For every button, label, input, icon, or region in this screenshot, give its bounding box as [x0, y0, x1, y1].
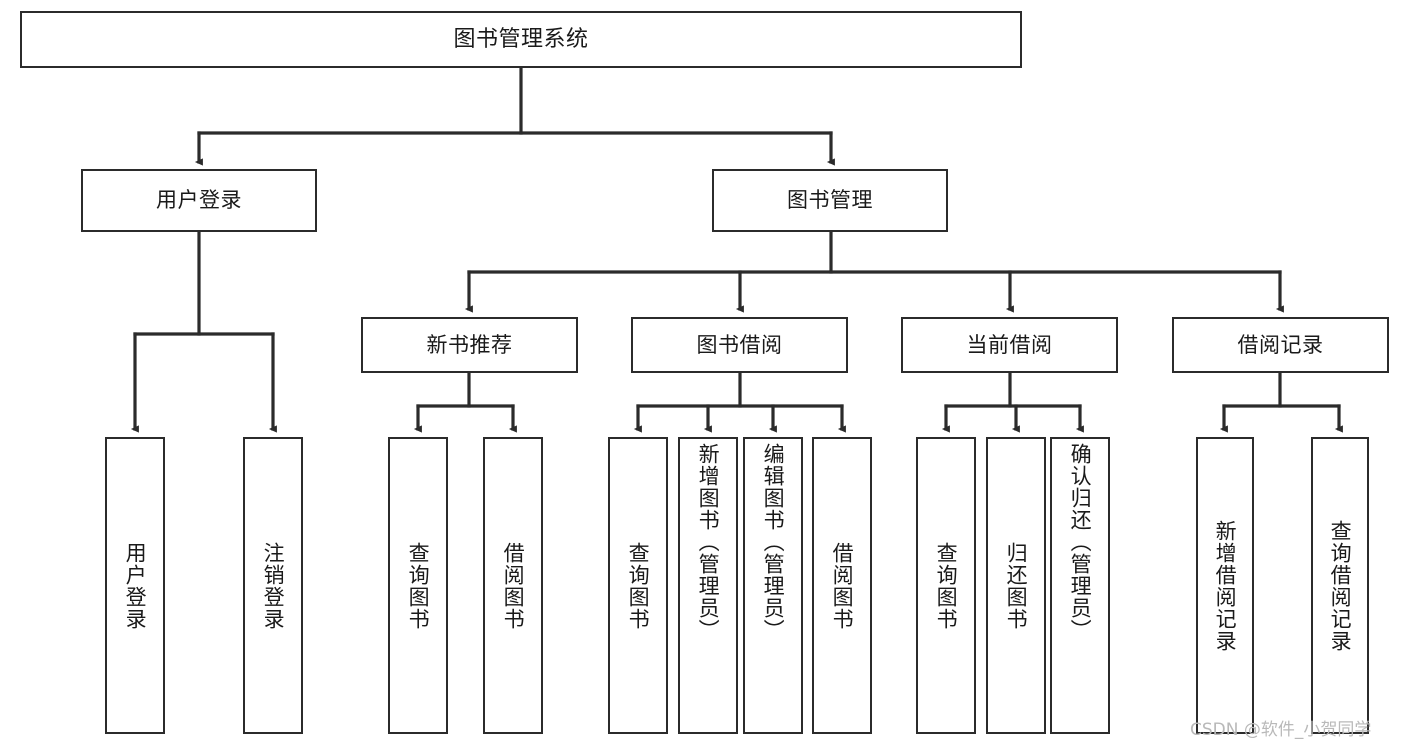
csdn-watermark: CSDN @软件_小贺同学 — [1190, 720, 1372, 740]
leaf-logout[interactable]: 注销登录 — [243, 437, 303, 734]
leaf-borrow-book-borrowing[interactable]: 借阅图书 — [812, 437, 872, 734]
node-book-borrowing[interactable]: 图书借阅 — [631, 317, 848, 373]
leaf-edit-book-admin[interactable]: 编辑图书（管理员） — [743, 437, 803, 734]
node-root-book-management-system[interactable]: 图书管理系统 — [20, 11, 1022, 68]
node-label: 查询图书 — [626, 541, 651, 630]
node-label: 借阅图书 — [830, 541, 855, 630]
node-borrowing-record[interactable]: 借阅记录 — [1172, 317, 1389, 373]
node-label: 用户登录 — [123, 541, 148, 630]
node-book-management[interactable]: 图书管理 — [712, 169, 948, 232]
leaf-query-book-current[interactable]: 查询图书 — [916, 437, 976, 734]
node-label: 图书借阅 — [696, 332, 783, 357]
leaf-query-book-borrowing[interactable]: 查询图书 — [608, 437, 668, 734]
node-label: 归还图书 — [1004, 541, 1029, 630]
leaf-borrow-book-recommendation[interactable]: 借阅图书 — [483, 437, 543, 734]
node-label: 查询图书 — [406, 541, 431, 630]
leaf-return-book[interactable]: 归还图书 — [986, 437, 1046, 734]
node-label: 用户登录 — [156, 188, 242, 213]
node-label: 编辑图书（管理员） — [761, 443, 786, 641]
node-label: 借阅记录 — [1237, 332, 1324, 357]
node-user-login[interactable]: 用户登录 — [81, 169, 317, 232]
node-label: 借阅图书 — [501, 541, 526, 630]
node-current-borrowing[interactable]: 当前借阅 — [901, 317, 1118, 373]
node-label: 新增借阅记录 — [1213, 519, 1238, 652]
node-label: 图书管理系统 — [453, 26, 589, 52]
node-label: 图书管理 — [787, 188, 873, 213]
leaf-confirm-return-admin[interactable]: 确认归还（管理员） — [1050, 437, 1110, 734]
node-new-book-recommendation[interactable]: 新书推荐 — [361, 317, 578, 373]
leaf-add-borrowing-record[interactable]: 新增借阅记录 — [1196, 437, 1254, 734]
node-label: 当前借阅 — [966, 332, 1053, 357]
leaf-query-borrowing-record[interactable]: 查询借阅记录 — [1311, 437, 1369, 734]
node-label: 查询借阅记录 — [1328, 519, 1353, 652]
leaf-query-book-recommendation[interactable]: 查询图书 — [388, 437, 448, 734]
node-label: 新书推荐 — [426, 332, 513, 357]
leaf-user-login[interactable]: 用户登录 — [105, 437, 165, 734]
leaf-add-book-admin[interactable]: 新增图书（管理员） — [678, 437, 738, 734]
node-label: 查询图书 — [934, 541, 959, 630]
node-label: 注销登录 — [261, 541, 286, 630]
node-label: 新增图书（管理员） — [696, 443, 721, 641]
node-label: 确认归还（管理员） — [1068, 443, 1093, 641]
